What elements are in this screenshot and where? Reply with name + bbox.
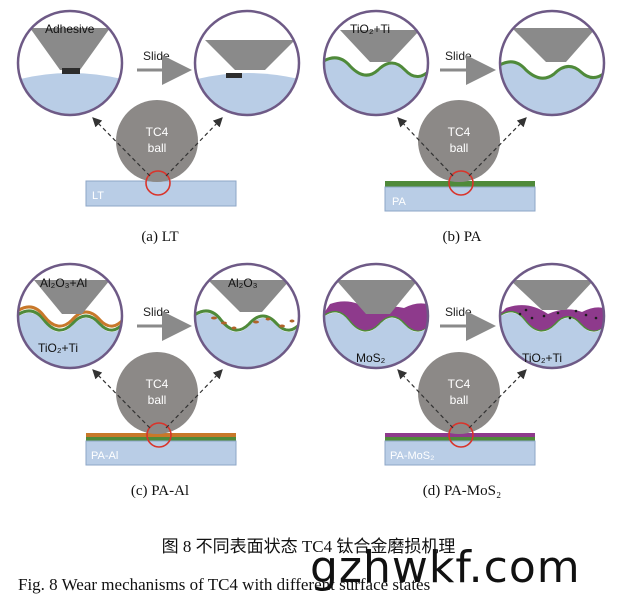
panel-caption: (d) PA-MoS₂: [423, 483, 501, 499]
adhesive-block: [226, 73, 242, 78]
slide-label: Slide: [143, 49, 170, 63]
substrate-label: PA-Al: [91, 450, 118, 462]
substrate: [384, 186, 536, 212]
ball-label-line2: ball: [450, 393, 469, 407]
substrate-label: PA-MoS₂: [390, 450, 434, 462]
watermark-text: gzhwkf.com: [310, 542, 581, 593]
film-layer: [86, 437, 236, 441]
tc4-ball: [418, 352, 500, 434]
cone-asperity: [336, 280, 418, 314]
slide-label: Slide: [445, 49, 472, 63]
slide-label: Slide: [143, 305, 170, 319]
film-layer: [86, 433, 236, 437]
adhesive-block: [62, 68, 80, 74]
label-tio2-ti: TiO₂+Ti: [38, 341, 78, 355]
film-layer: [385, 181, 535, 187]
panel-c-zoom-after: [195, 264, 299, 368]
substrate: [85, 180, 237, 207]
substrate: [85, 440, 237, 466]
contact-zone-circle: [448, 170, 474, 196]
label-tio2-ti: TiO₂+Ti: [522, 351, 562, 365]
panel-d-zoom-after: [500, 264, 604, 368]
panel-caption: (c) PA-Al: [131, 483, 189, 499]
contact-zone-circle: [448, 422, 474, 448]
panel-c-zoom-before: [18, 264, 122, 368]
panel-d-pa-mos2: MoS₂ Slide TiO₂+Ti PA-MoS₂ TC4 ball (d): [322, 262, 606, 499]
panel-b-pa: TiO₂+Ti Slide PA TC4 ball (b) PA: [322, 9, 606, 245]
film-layer: [385, 437, 535, 441]
ball-label-line1: TC4: [448, 125, 471, 139]
tc4-ball: [418, 100, 500, 182]
label-adhesive: Adhesive: [45, 22, 95, 36]
ball-label-line1: TC4: [146, 377, 169, 391]
cone-asperity: [30, 28, 110, 70]
mos2-layer: [500, 305, 604, 331]
panel-c-pa-al: Al₂O₃+Al TiO₂+Ti Slide Al₂O₃ PA-Al: [16, 262, 301, 499]
label-al2o3: Al₂O₃: [228, 276, 258, 290]
cone-asperity: [512, 28, 596, 62]
dashed-pointer: [397, 117, 454, 177]
figure-caption-chinese: 图 8 不同表面状态 TC4 钛合金磨损机理: [161, 537, 456, 556]
dashed-pointer: [397, 369, 454, 429]
contact-zone-circle: [146, 422, 172, 448]
al-film: [18, 305, 122, 328]
mos2-layer: [324, 301, 428, 331]
figure-caption-english: Fig. 8 Wear mechanisms of TC4 with diffe…: [18, 575, 431, 594]
cone-asperity: [34, 280, 110, 314]
film-layer: [385, 433, 535, 437]
contact-zone-circle: [145, 170, 171, 196]
panel-a-lt: Adhesive Slide LT TC4 ball (a) LT: [16, 9, 301, 245]
ball-label-line2: ball: [148, 141, 167, 155]
label-mos2: MoS₂: [356, 351, 386, 365]
ball-label-line1: TC4: [146, 125, 169, 139]
tio2-film: [324, 56, 428, 78]
cone-asperity: [205, 40, 295, 70]
substrate-label: PA: [392, 196, 407, 208]
panel-d-zoom-before: [324, 264, 428, 368]
tc4-ball: [116, 100, 198, 182]
substrate-label: LT: [92, 190, 104, 202]
al2o3-debris: [211, 316, 295, 330]
substrate: [384, 440, 536, 466]
slide-label: Slide: [445, 305, 472, 319]
ball-label-line2: ball: [148, 393, 167, 407]
panel-caption: (a) LT: [141, 229, 178, 245]
cone-asperity: [340, 30, 420, 62]
cone-asperity: [208, 280, 290, 312]
label-tio2-ti: TiO₂+Ti: [350, 22, 390, 36]
ball-label-line1: TC4: [448, 377, 471, 391]
label-al2o3-al: Al₂O₃+Al: [40, 276, 87, 290]
wear-particles: [518, 308, 598, 320]
cone-asperity: [510, 280, 594, 310]
ball-label-line2: ball: [450, 141, 469, 155]
panel-b-zoom-before: [324, 11, 428, 115]
tc4-ball: [116, 352, 198, 434]
panel-caption: (b) PA: [442, 229, 481, 245]
